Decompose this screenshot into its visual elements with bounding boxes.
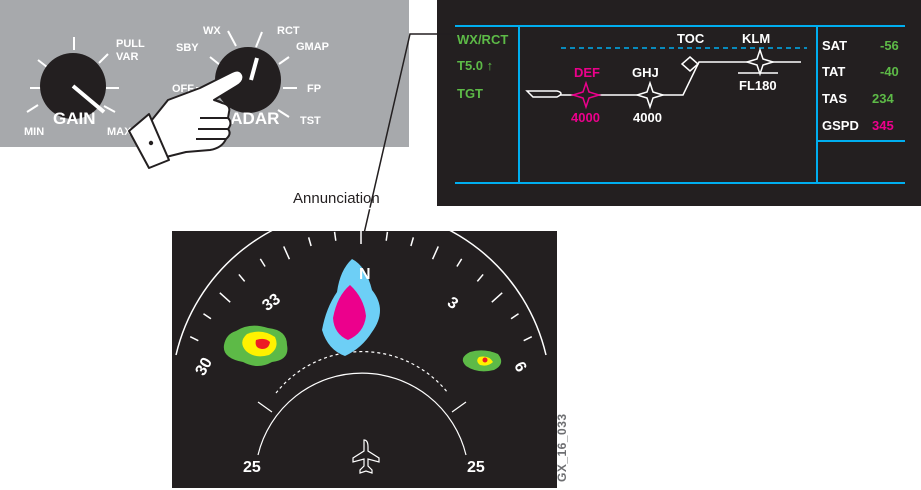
gain-knob-group: MIN MAX PULL VAR GAIN xyxy=(24,37,145,138)
callout-arrow xyxy=(352,29,466,272)
waypoint-star-icon xyxy=(570,47,776,110)
heading-6-label: 6 xyxy=(510,359,529,375)
ghj-label: GHJ xyxy=(632,65,659,80)
heading-north-label: N xyxy=(359,266,371,283)
tilt-annunciation: T5.0 ↑ xyxy=(457,58,493,73)
compass-tick xyxy=(189,336,199,342)
radar-mode-knob-group: OFF SBY WX RCT GMAP FP TST RADAR xyxy=(172,25,329,128)
ghj-altitude-label: 4000 xyxy=(633,110,662,125)
gspd-value: 345 xyxy=(872,118,894,133)
radar-tst-label: TST xyxy=(300,115,321,127)
tat-label: TAT xyxy=(822,64,845,79)
radar-wx-label: WX xyxy=(203,25,221,37)
multifunction-display xyxy=(437,0,921,206)
gain-max-label: MAX xyxy=(107,126,132,138)
target-annunciation: TGT xyxy=(457,86,483,101)
range-label-left: 25 xyxy=(243,459,261,476)
compass-arc xyxy=(175,207,547,356)
pointing-hand-icon xyxy=(128,69,245,169)
compass-tick xyxy=(510,313,519,320)
klm-label: KLM xyxy=(742,31,770,46)
radar-knob-label: RADAR xyxy=(218,109,279,128)
compass-tick xyxy=(283,246,291,260)
radar-mode-knob[interactable] xyxy=(215,47,281,113)
range-label-right: 25 xyxy=(467,459,485,476)
gspd-label: GSPD xyxy=(822,118,859,133)
wx-rct-annunciation: WX/RCT xyxy=(457,32,508,47)
annunciation-callout-label: Annunciation xyxy=(293,190,380,207)
compass-tick xyxy=(307,237,312,247)
mfd-frame xyxy=(455,25,905,184)
weather-cell-center xyxy=(322,259,380,356)
compass-tick xyxy=(523,336,533,342)
sat-value: -56 xyxy=(880,38,899,53)
heading-30-label: 30 xyxy=(192,355,216,379)
fl180-label: FL180 xyxy=(739,78,777,93)
def-label: DEF xyxy=(574,65,600,80)
gain-var-label: VAR xyxy=(116,51,138,63)
tas-label: TAS xyxy=(822,91,847,106)
ownship-aircraft-icon xyxy=(352,439,380,474)
tat-value: -40 xyxy=(880,64,899,79)
aircraft-icon xyxy=(525,90,562,98)
toc-diamond-icon xyxy=(680,56,700,72)
heading-33-label: 33 xyxy=(259,291,283,315)
gain-knob-label: GAIN xyxy=(53,109,96,128)
gain-knob-pointer xyxy=(71,84,106,114)
compass-tick xyxy=(456,258,463,267)
tas-value: 234 xyxy=(872,91,894,106)
radar-knob-pointer xyxy=(249,57,259,81)
compass-tick xyxy=(476,273,484,282)
weather-cell-left xyxy=(223,325,288,366)
gain-min-label: MIN xyxy=(24,126,44,138)
weather-cell-right xyxy=(462,350,502,372)
figure-id: GX_16_033 xyxy=(555,413,569,482)
compass-tick xyxy=(431,246,439,260)
compass-tick xyxy=(203,313,212,320)
compass-tick xyxy=(491,292,503,303)
radar-fp-label: FP xyxy=(307,83,321,95)
compass-tick xyxy=(259,258,266,267)
heading-3-label: 3 xyxy=(444,294,461,313)
radar-gmap-label: GMAP xyxy=(296,41,329,53)
gain-pull-label: PULL xyxy=(116,38,145,50)
compass-tick xyxy=(410,237,415,247)
range-ring xyxy=(257,351,467,456)
compass-tick xyxy=(219,292,231,303)
radar-sby-label: SBY xyxy=(176,42,199,54)
radar-rct-label: RCT xyxy=(277,25,300,37)
compass-tick xyxy=(385,231,389,241)
sat-label: SAT xyxy=(822,38,847,53)
toc-label: TOC xyxy=(677,31,705,46)
compass-tick xyxy=(333,231,337,241)
def-altitude-label: 4000 xyxy=(571,110,600,125)
compass-tick xyxy=(238,273,246,282)
